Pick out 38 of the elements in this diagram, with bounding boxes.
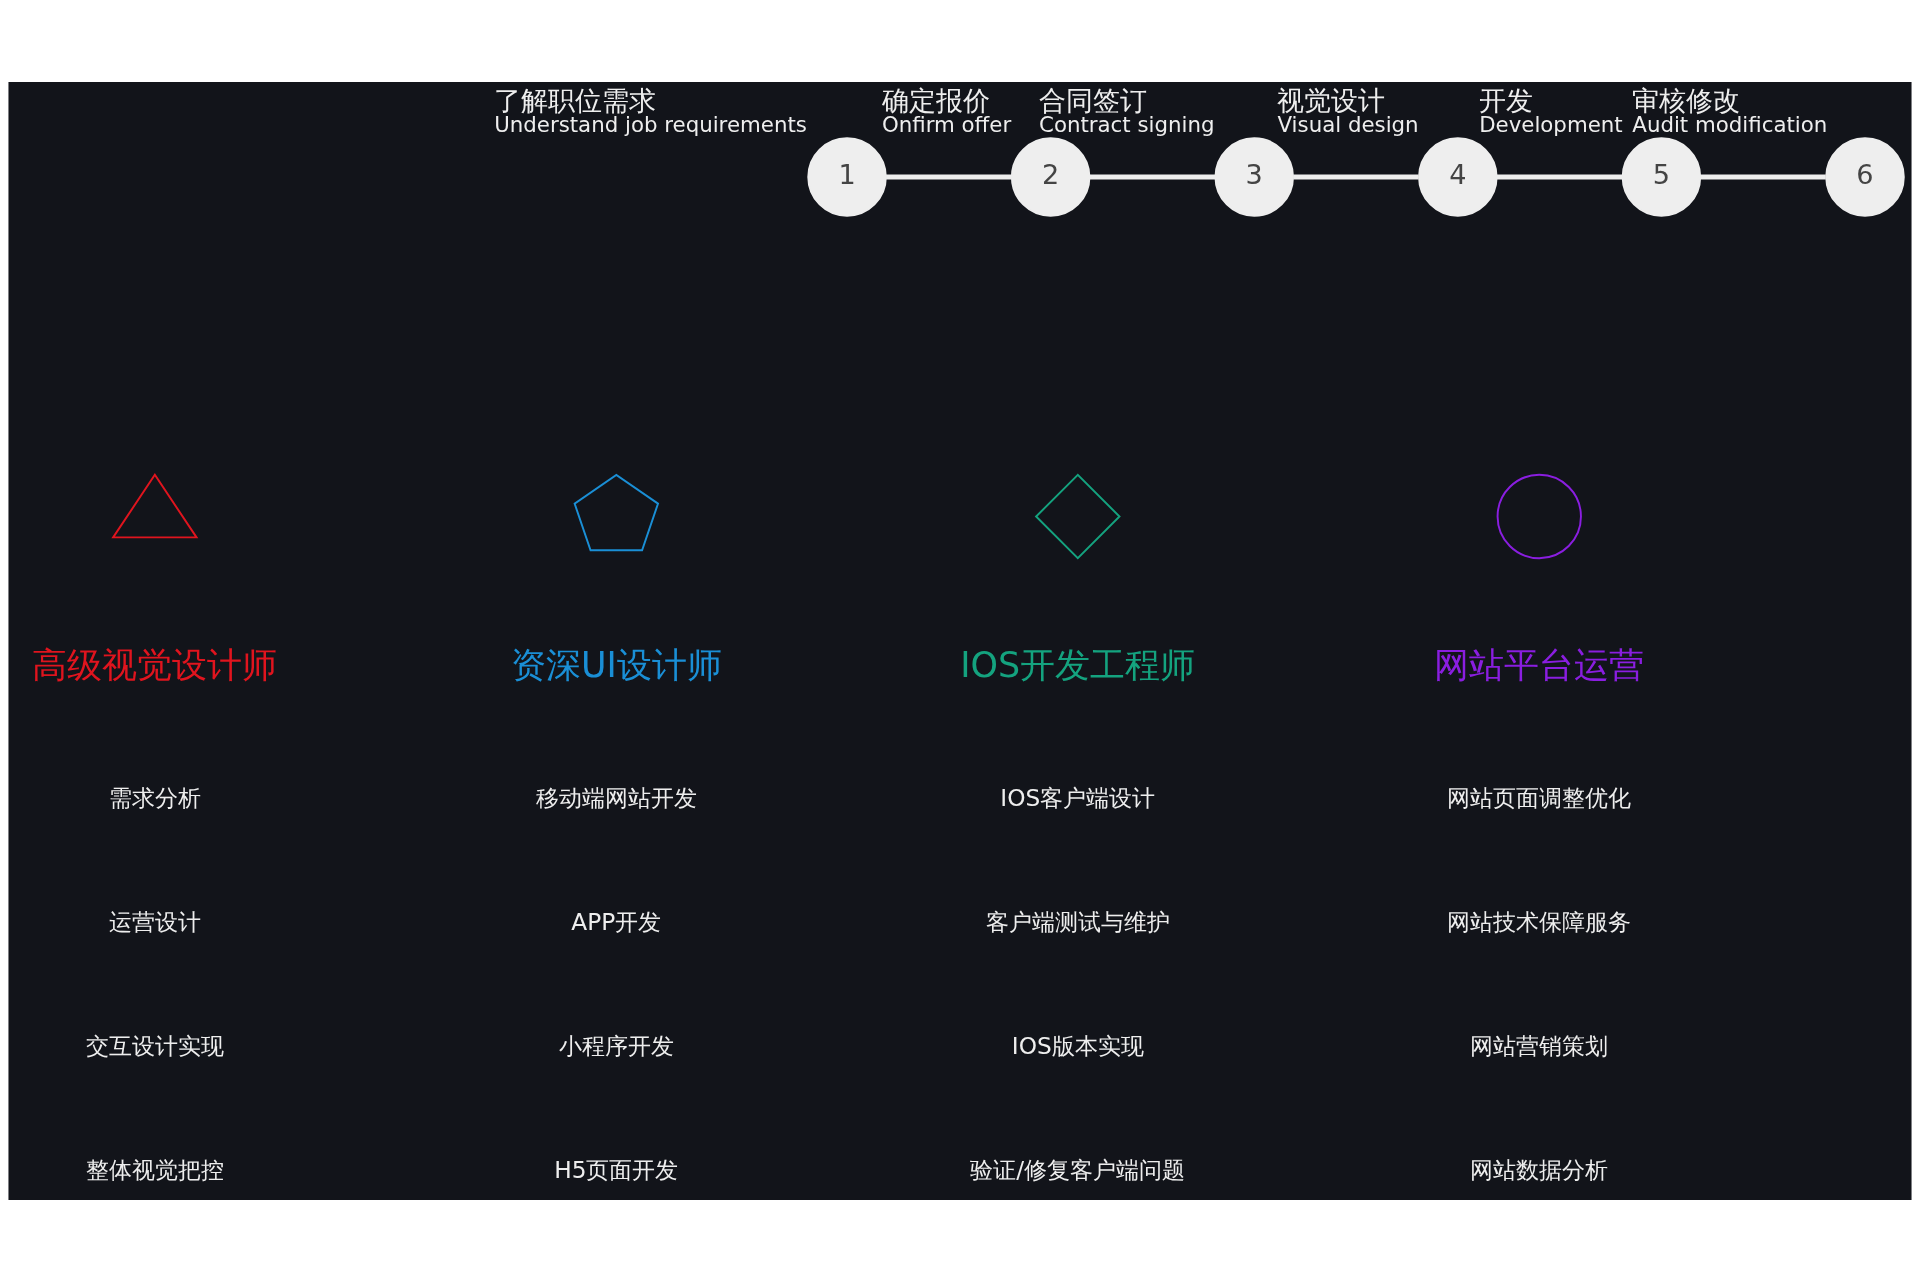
label: H5页面开发 bbox=[554, 1155, 679, 1183]
label: 交互设计实现 bbox=[85, 1031, 224, 1059]
label: 网站营销策划 bbox=[1470, 1031, 1609, 1059]
connector bbox=[1089, 174, 1215, 179]
label: IOS开发工程师 bbox=[960, 644, 1196, 685]
connector bbox=[1700, 174, 1826, 179]
label: 移动端网站开发 bbox=[535, 783, 697, 811]
node-circle bbox=[1496, 473, 1582, 559]
label: 网站技术保障服务 bbox=[1447, 907, 1632, 935]
node-circle: 1 bbox=[807, 136, 887, 217]
label: 网站平台运营 bbox=[1434, 644, 1645, 685]
connector bbox=[886, 174, 1012, 179]
label: 小程序开发 bbox=[558, 1031, 674, 1059]
label: 资深UI设计师 bbox=[510, 644, 722, 685]
label: 高级视觉设计师 bbox=[32, 644, 278, 685]
label: 整体视觉把控 bbox=[85, 1155, 224, 1183]
node-circle: 4 bbox=[1418, 136, 1498, 217]
node-label: 开发 bbox=[1479, 84, 1534, 116]
label: APP开发 bbox=[571, 907, 662, 935]
label: IOS版本实现 bbox=[1011, 1031, 1144, 1059]
connector bbox=[1496, 174, 1623, 179]
label: 验证/修复客户端问题 bbox=[970, 1155, 1186, 1183]
node-label: 确定报价 bbox=[881, 84, 990, 116]
node-circle: 6 bbox=[1825, 136, 1905, 217]
node-circle: 2 bbox=[1010, 136, 1091, 217]
node-circle: 3 bbox=[1214, 136, 1294, 217]
node-circle: 5 bbox=[1621, 136, 1702, 217]
label: 客户端测试与维护 bbox=[985, 907, 1170, 935]
node-label: 视觉设计 bbox=[1277, 84, 1386, 116]
label: 需求分析 bbox=[108, 783, 201, 811]
label: 网站页面调整优化 bbox=[1447, 783, 1632, 811]
label: 运营设计 bbox=[108, 907, 201, 935]
node-triangle bbox=[111, 472, 199, 538]
connector bbox=[1293, 174, 1419, 179]
node-pentagon bbox=[573, 473, 660, 551]
label: IOS客户端设计 bbox=[1000, 783, 1156, 811]
node-diamond bbox=[1034, 472, 1121, 560]
label: 网站数据分析 bbox=[1470, 1155, 1609, 1183]
